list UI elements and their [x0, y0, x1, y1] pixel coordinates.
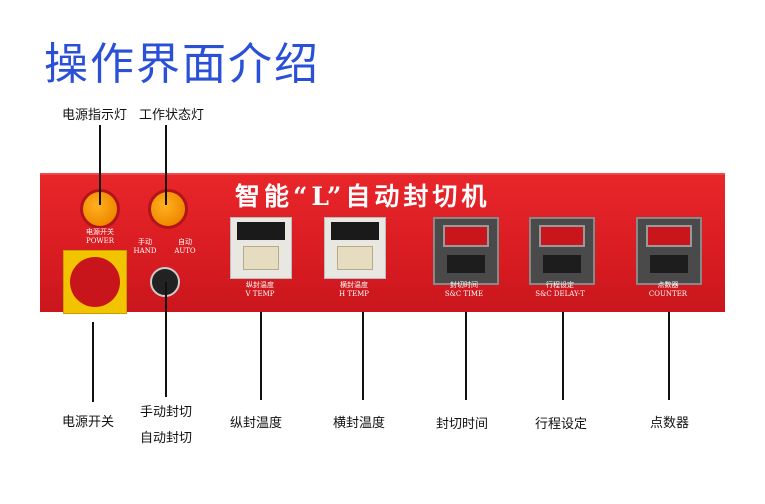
- callout-line: [92, 322, 94, 402]
- stroke-label-en: S&C DELAY-T: [535, 290, 585, 298]
- work-status-lamp: [148, 189, 188, 229]
- work-light-callout: 工作状态灯: [139, 108, 205, 123]
- stroke-callout: 行程设定: [535, 417, 588, 432]
- callout-line: [562, 312, 564, 400]
- sc-time-label-cn: 封切时间: [450, 281, 478, 289]
- power-light-callout: 电源指示灯: [62, 108, 128, 123]
- sc-time-callout: 封切时间: [436, 417, 489, 432]
- callout-line: [99, 125, 101, 205]
- manual-callout: 手动封切: [140, 405, 193, 420]
- sc-time-label-en: S&C TIME: [444, 290, 484, 298]
- auto-label-en: AUTO: [174, 247, 196, 255]
- counter-label-cn: 点数器: [657, 281, 679, 289]
- power-label-cn: 电源开关: [86, 228, 114, 236]
- auto-callout: 自动封切: [140, 431, 193, 446]
- v-temp-label-cn: 纵封温度: [246, 281, 274, 289]
- counter-callout: 点数器: [650, 416, 690, 431]
- callout-line: [465, 312, 467, 400]
- power-rotary-switch[interactable]: [63, 250, 127, 314]
- hand-label-cn: 手动: [138, 238, 152, 246]
- v-temp-callout: 纵封温度: [230, 416, 283, 431]
- power-switch-callout: 电源开关: [62, 415, 115, 430]
- page-title: 操作界面介绍: [44, 39, 320, 90]
- power-label-en: POWER: [85, 237, 115, 245]
- panel-title: 智能“L”自动封切机: [235, 182, 491, 211]
- h-temp-label-cn: 横封温度: [340, 281, 368, 289]
- hand-label-en: HAND: [133, 247, 157, 255]
- counter-label-en: COUNTER: [648, 290, 688, 298]
- callout-line: [165, 282, 167, 397]
- callout-line: [165, 125, 167, 205]
- sc-time-timer[interactable]: [433, 217, 499, 285]
- h-temp-label-en: H TEMP: [339, 290, 369, 298]
- callout-line: [668, 312, 670, 400]
- stroke-label-cn: 行程设定: [546, 281, 574, 289]
- callout-line: [260, 312, 262, 400]
- callout-line: [362, 312, 364, 400]
- stroke-timer[interactable]: [529, 217, 595, 285]
- h-temp-controller[interactable]: [324, 217, 386, 279]
- v-temp-label-en: V TEMP: [245, 290, 275, 298]
- auto-label-cn: 自动: [178, 238, 192, 246]
- counter-device[interactable]: [636, 217, 702, 285]
- v-temp-controller[interactable]: [230, 217, 292, 279]
- h-temp-callout: 横封温度: [333, 416, 386, 431]
